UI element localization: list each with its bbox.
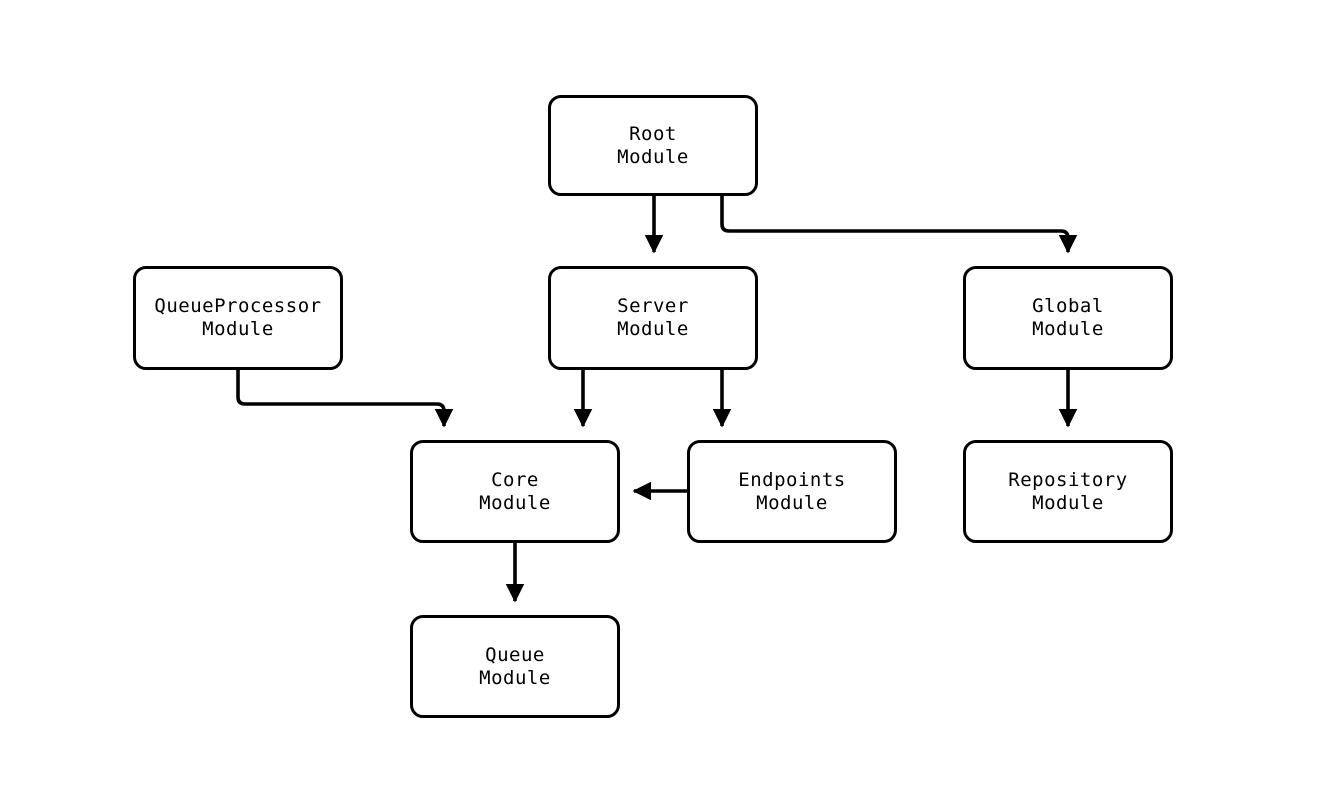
node-core-module[interactable]: Core Module bbox=[410, 440, 620, 543]
node-global-module-line1: Global bbox=[1032, 295, 1104, 317]
node-root-module-line2: Module bbox=[617, 145, 689, 168]
node-queue-module-line2: Module bbox=[479, 666, 551, 689]
node-root-module-line1: Root bbox=[629, 122, 677, 145]
node-repository-module-line1: Repository bbox=[1008, 468, 1128, 491]
node-server-module-line2: Module bbox=[617, 318, 689, 340]
node-repository-module[interactable]: Repository Module bbox=[963, 440, 1173, 543]
node-root-module[interactable]: Root Module bbox=[548, 95, 758, 196]
node-endpoints-module[interactable]: Endpoints Module bbox=[687, 440, 897, 543]
node-endpoints-module-line1: Endpoints bbox=[738, 468, 846, 491]
node-global-module[interactable]: Global Module bbox=[963, 266, 1173, 370]
node-core-module-line2: Module bbox=[479, 491, 551, 514]
edge-queueprocessor-to-core bbox=[236, 370, 454, 428]
node-server-module[interactable]: Server Module bbox=[548, 266, 758, 370]
node-queueprocessor-module[interactable]: QueueProcessor Module bbox=[133, 266, 343, 370]
node-server-module-line1: Server bbox=[617, 295, 689, 317]
node-queueprocessor-module-line2: Module bbox=[202, 318, 274, 340]
node-queue-module-line1: Queue bbox=[485, 643, 545, 666]
node-queueprocessor-module-line1: QueueProcessor bbox=[154, 295, 322, 317]
edge-root-to-global bbox=[720, 196, 1078, 254]
node-queue-module[interactable]: Queue Module bbox=[410, 615, 620, 718]
node-core-module-line1: Core bbox=[491, 468, 539, 491]
node-repository-module-line2: Module bbox=[1032, 491, 1104, 514]
node-endpoints-module-line2: Module bbox=[756, 491, 828, 514]
node-global-module-line2: Module bbox=[1032, 318, 1104, 340]
